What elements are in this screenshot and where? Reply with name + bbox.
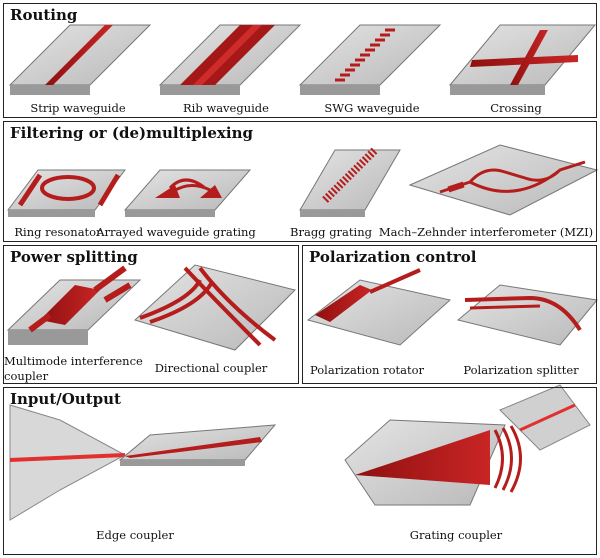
label-rib-waveguide: Rib waveguide <box>183 101 269 115</box>
fiber-lens <box>9 404 127 521</box>
waveguide <box>193 25 262 85</box>
strip-waveguide-illustration <box>8 24 152 95</box>
taper <box>125 437 262 458</box>
panel-title: Input/Output <box>10 390 121 408</box>
panel-title: Filtering or (de)multiplexing <box>10 124 253 142</box>
polarization-rotator-illustration <box>306 268 452 346</box>
label-ring-resonator: Ring resonator <box>14 225 102 239</box>
label-mzi: Mach–Zehnder interferometer (MZI) <box>378 225 594 239</box>
label-bragg-grating: Bragg grating <box>290 225 372 239</box>
mmi-section <box>40 285 100 325</box>
label-mmi-line1: Multimode interference <box>4 354 143 368</box>
input-output-panel: Input/Output Edge coupler Grating couple… <box>3 387 597 555</box>
ring-resonator-illustration <box>7 169 126 217</box>
power-splitting-panel: Power splitting Multimode interference c… <box>3 245 299 384</box>
label-directional-coupler: Directional coupler <box>154 361 268 375</box>
grating-taper <box>355 430 490 485</box>
label-polarization-splitter: Polarization splitter <box>463 363 579 377</box>
waveguide-vertical <box>510 30 548 85</box>
label-edge-coupler: Edge coupler <box>96 528 174 542</box>
label-crossing: Crossing <box>490 101 542 115</box>
panel-title: Polarization control <box>309 248 477 266</box>
label-strip-waveguide: Strip waveguide <box>30 101 126 115</box>
awg-illustration <box>123 169 252 217</box>
directional-coupler-illustration <box>134 264 296 351</box>
mzi-illustration <box>408 144 599 216</box>
swg-waveguide-illustration <box>298 24 442 95</box>
routing-panel: Routing Strip waveguide Rib waveguide SW… <box>3 3 597 118</box>
crossing-illustration <box>448 24 597 95</box>
panel-title: Routing <box>10 6 78 24</box>
polarization-splitter-illustration <box>456 284 598 346</box>
label-grating-coupler: Grating coupler <box>409 528 503 542</box>
mmi-illustration <box>6 265 142 345</box>
swg-segments <box>335 28 395 82</box>
label-mmi-line2: coupler <box>4 369 49 383</box>
waveguide <box>45 25 113 85</box>
panel-title: Power splitting <box>10 248 138 266</box>
bragg-grating-illustration <box>299 147 401 217</box>
edge-coupler-illustration <box>9 404 277 521</box>
polarization-panel: Polarization control Polarization rotato… <box>302 245 597 384</box>
grating-coupler-illustration <box>344 384 591 506</box>
label-awg: Arrayed waveguide grating <box>96 225 256 239</box>
label-swg-waveguide: SWG waveguide <box>324 101 420 115</box>
label-polarization-rotator: Polarization rotator <box>309 363 425 377</box>
rib-waveguide-illustration <box>158 24 302 95</box>
filtering-panel: Filtering or (de)multiplexing Ring reson… <box>3 121 597 242</box>
ring <box>40 175 96 201</box>
